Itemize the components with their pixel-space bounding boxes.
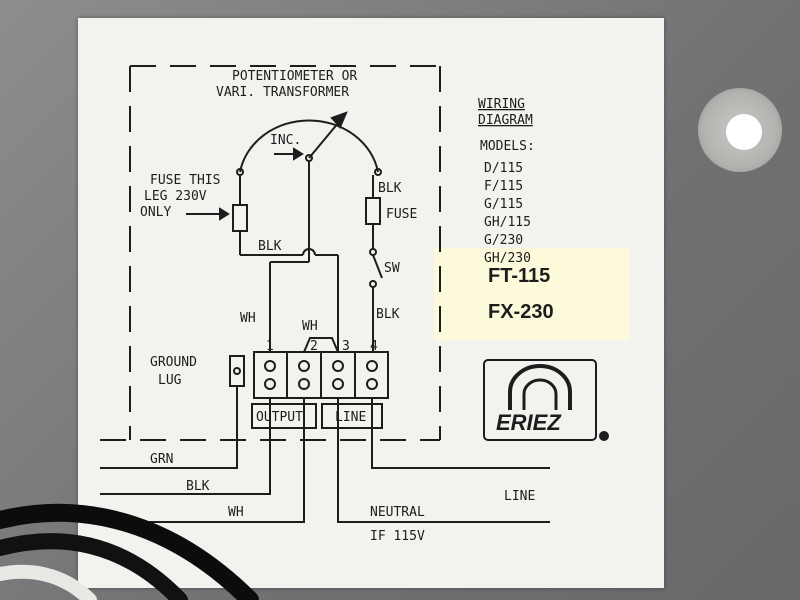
wh-output-wire — [100, 398, 305, 523]
blk-top-label: BLK — [378, 181, 402, 196]
wiring-title-line1: WIRING — [478, 97, 525, 112]
inc-label: INC. — [270, 133, 301, 148]
terminal-screw-3a — [332, 360, 344, 372]
model-4: GH/115 — [484, 215, 531, 230]
neutral-line1: NEUTRAL — [370, 505, 425, 520]
cable-bundle — [0, 503, 259, 600]
sticker-model-1: FT-115 — [488, 265, 550, 287]
ground-label-line1: GROUND — [150, 355, 197, 370]
terminal-number-1: 1 — [266, 339, 274, 354]
pot-end-right — [374, 168, 382, 176]
neutral-wire — [337, 398, 550, 523]
heading-line1: POTENTIOMETER OR — [232, 69, 357, 84]
grn-wire — [100, 386, 238, 469]
model-3: G/115 — [484, 197, 523, 212]
model-6: GH/230 — [484, 251, 531, 266]
model-2: F/115 — [484, 179, 523, 194]
eriez-logo-text: ERIEZ — [496, 410, 562, 435]
wh-bottom-label: WH — [228, 505, 244, 520]
output-box — [251, 403, 317, 429]
switch-contact-top — [369, 248, 377, 256]
blk-mid-label: BLK — [258, 239, 282, 254]
sticker-model-2: FX-230 — [488, 301, 554, 323]
terminal-screw-4b — [366, 378, 378, 390]
wh-jumper-label: WH — [302, 319, 318, 334]
terminal-screw-4a — [366, 360, 378, 372]
terminal-number-4: 4 — [370, 339, 378, 354]
terminal-number-2: 2 — [310, 339, 318, 354]
eriez-logo-frame — [483, 359, 597, 441]
potentiometer-arc — [239, 119, 379, 173]
blk-output-wire — [100, 398, 271, 495]
right-fuse — [365, 197, 381, 225]
line-label: LINE — [335, 410, 366, 425]
inc-arrowhead — [293, 147, 304, 161]
left-fuse — [232, 204, 248, 232]
eriez-magnet-inner — [522, 378, 558, 410]
grn-label: GRN — [150, 452, 173, 467]
knockout-hole — [726, 114, 762, 150]
line-box — [321, 403, 383, 429]
sw-label: SW — [384, 261, 400, 276]
blk-right-label: BLK — [376, 307, 400, 322]
pot-wiper-arrowhead — [330, 111, 348, 129]
model-1: D/115 — [484, 161, 523, 176]
blk-bottom-label: BLK — [186, 479, 210, 494]
ground-label-line2: LUG — [158, 373, 182, 388]
heading-line2: VARI. TRANSFORMER — [216, 85, 349, 100]
models-heading: MODELS: — [480, 139, 535, 154]
wh-jumper — [303, 337, 339, 353]
terminal-screw-2b — [298, 378, 310, 390]
wiring-title-line2: DIAGRAM — [478, 113, 533, 128]
wh-left-label: WH — [240, 311, 256, 326]
output-label: OUTPUT — [256, 410, 303, 425]
terminal-screw-3b — [332, 378, 344, 390]
fuse-note-line1: FUSE THIS — [150, 173, 220, 188]
neutral-line2: IF 115V — [370, 529, 425, 544]
fuse-note-line2: LEG 230V — [144, 189, 207, 204]
fuse-label: FUSE — [386, 207, 417, 222]
switch-contact-bottom — [369, 280, 377, 288]
line-wire — [371, 398, 550, 469]
eriez-dot — [599, 431, 609, 441]
ground-lug-screw — [233, 367, 241, 375]
fuse-note-line3: ONLY — [140, 205, 171, 220]
terminal-screw-1b — [264, 378, 276, 390]
switch-blade — [372, 254, 383, 279]
ground-lug — [229, 355, 245, 387]
fuse-note-arrowhead — [219, 207, 230, 221]
eriez-magnet-outer — [508, 364, 572, 410]
model-5: G/230 — [484, 233, 523, 248]
line-right-label: LINE — [504, 489, 535, 504]
model-sticker — [434, 248, 630, 340]
terminal-screw-2a — [298, 360, 310, 372]
terminal-number-3: 3 — [342, 339, 350, 354]
terminal-screw-1a — [264, 360, 276, 372]
